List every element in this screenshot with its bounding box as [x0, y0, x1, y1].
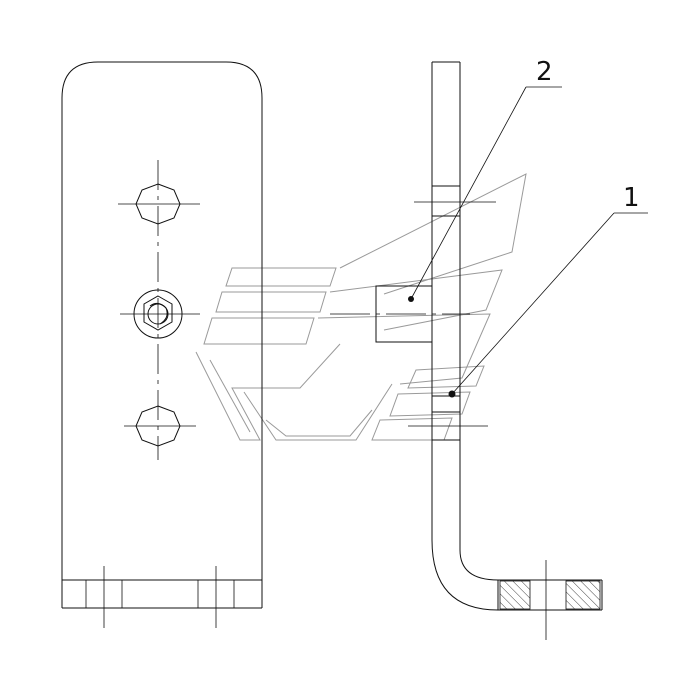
watermark-logo — [195, 173, 527, 441]
hatched-section-left — [499, 580, 531, 610]
hex-nut-center — [120, 289, 200, 339]
hatched-section-right — [565, 580, 601, 610]
callout-1: 1 — [448, 183, 648, 398]
detail-box — [375, 285, 433, 343]
hex-hole-top — [135, 183, 181, 225]
callout-2: 2 — [408, 57, 562, 302]
bracket-front-view — [61, 61, 263, 628]
callout-1-label: 1 — [623, 183, 640, 213]
callout-2-label: 2 — [536, 57, 553, 87]
bracket-side-view — [375, 61, 603, 640]
hex-hole-bottom — [135, 405, 181, 447]
